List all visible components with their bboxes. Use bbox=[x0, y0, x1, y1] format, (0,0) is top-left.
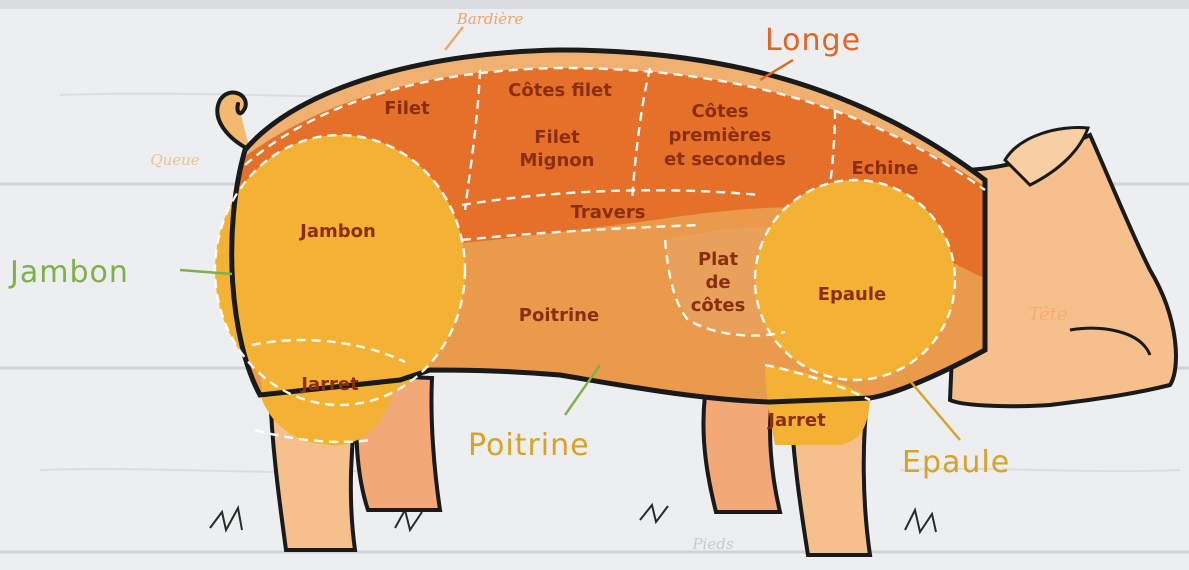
callout-jambon: Jambon bbox=[8, 255, 129, 290]
callout-poitrine: Poitrine bbox=[468, 428, 590, 463]
label-cotes-premieres-line3: et secondes bbox=[664, 149, 786, 170]
label-filet-mignon-line1: Filet bbox=[534, 127, 580, 148]
label-jambon: Jambon bbox=[298, 221, 376, 242]
label-cotes-filet: Côtes filet bbox=[508, 80, 612, 101]
label-pieds: Pieds bbox=[691, 535, 733, 553]
label-cotes-premieres-line2: premières bbox=[669, 125, 772, 146]
label-poitrine: Poitrine bbox=[519, 305, 599, 326]
label-plat-de-cotes-line3: côtes bbox=[691, 295, 746, 316]
label-plat-de-cotes-line1: Plat bbox=[698, 249, 739, 270]
label-tete: Tête bbox=[1028, 304, 1067, 325]
label-echine: Echine bbox=[852, 158, 919, 179]
label-cotes-premieres-line1: Côtes bbox=[691, 101, 748, 122]
label-queue: Queue bbox=[150, 151, 199, 169]
label-jarret-back: Jarret bbox=[299, 374, 359, 395]
label-filet: Filet bbox=[384, 98, 430, 119]
label-filet-mignon-line2: Mignon bbox=[520, 150, 595, 171]
callout-longe: Longe bbox=[765, 23, 861, 58]
label-jarret-front: Jarret bbox=[766, 410, 826, 431]
label-epaule: Epaule bbox=[818, 284, 887, 305]
label-plat-de-cotes-line2: de bbox=[705, 272, 730, 293]
label-bardiere: Bardière bbox=[456, 10, 524, 28]
callout-epaule: Epaule bbox=[902, 445, 1010, 480]
label-travers: Travers bbox=[571, 202, 646, 223]
